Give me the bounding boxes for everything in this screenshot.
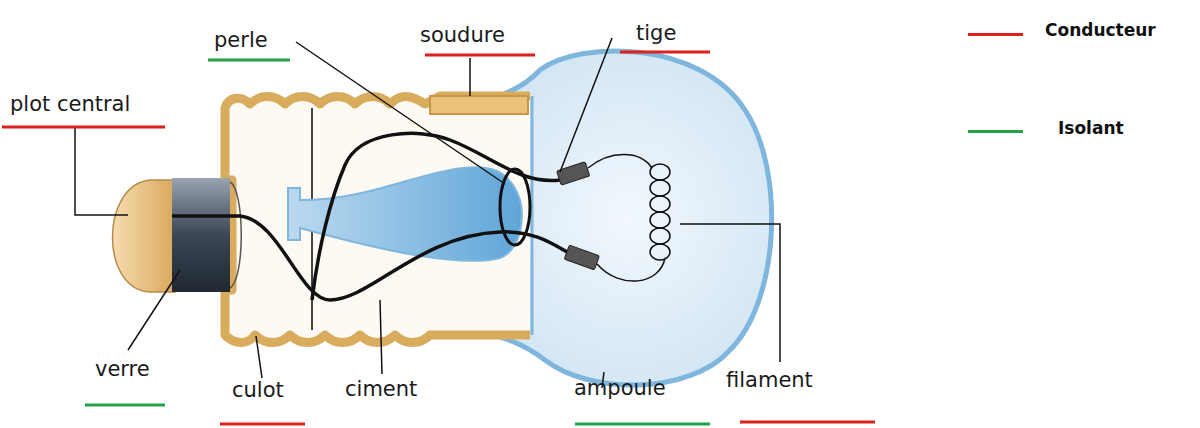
lead-wire: [312, 133, 560, 300]
part-label: soudure: [420, 23, 505, 48]
coil-turn: [650, 244, 670, 260]
legend-swatch: [968, 130, 1023, 133]
part-label: ciment: [345, 377, 417, 402]
legend-text: Conducteur: [1045, 20, 1156, 40]
filament-coil: [650, 164, 670, 260]
glass-stem: [288, 167, 522, 261]
solder: [430, 96, 528, 114]
legend-swatch: [968, 33, 1023, 36]
part-label: ampoule: [574, 376, 666, 401]
coil-turn: [650, 212, 670, 228]
coil-turn: [650, 180, 670, 196]
part-label: perle: [214, 28, 268, 53]
part-label: verre: [95, 357, 150, 382]
bead: [500, 169, 530, 245]
part-label: tige: [636, 21, 676, 46]
part-label: culot: [232, 378, 284, 403]
coil-turn: [650, 196, 670, 212]
part-label: filament: [726, 368, 813, 393]
coil-turn: [650, 228, 670, 244]
support: [557, 162, 590, 186]
legend-text: Isolant: [1058, 118, 1124, 138]
leader-lines: [75, 38, 780, 388]
coil-turn: [650, 164, 670, 180]
part-label: plot central: [10, 92, 130, 117]
central-contact: [113, 180, 176, 292]
glass-insulator: [172, 178, 230, 292]
lead-wire: [172, 216, 575, 300]
screw-base: [225, 96, 530, 343]
underlines: [2, 52, 875, 424]
support: [564, 245, 599, 270]
